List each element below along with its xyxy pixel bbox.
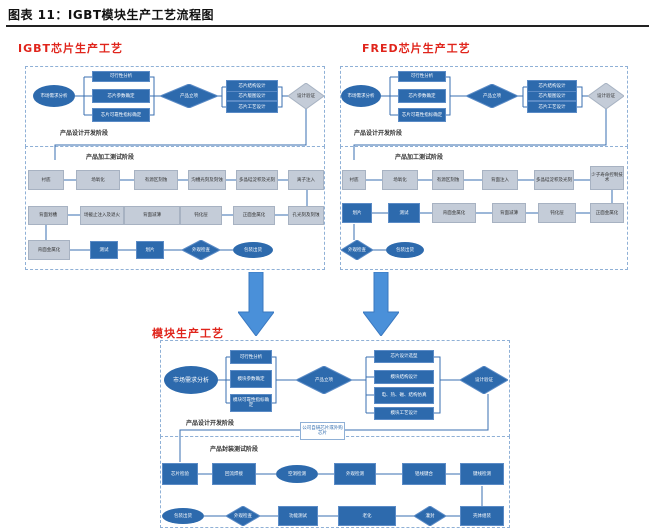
- fred-design-stage-label: 产品设计开发阶段: [354, 130, 403, 137]
- module-project-decision: 产品立项: [296, 366, 352, 394]
- igbt-chip-params: 芯片参数确定: [92, 89, 150, 103]
- module-reliability: 模块可靠性指标确定: [230, 394, 272, 412]
- igbt-visual-inspection: 外观检查: [182, 240, 220, 260]
- igbt-market-analysis: 市场需求分析: [33, 85, 75, 107]
- igbt-step-back-metal: 背面金属化: [28, 240, 70, 260]
- fred-project-decision-label: 产品立项: [483, 93, 501, 99]
- igbt-step-active-etch: 有源区刻蚀: [134, 170, 178, 190]
- fred-step-passivation: 钝化层: [538, 203, 576, 223]
- module-step-potting-label: 灌封: [425, 513, 435, 519]
- fred-layout-design: 芯片版图设计: [527, 91, 577, 101]
- fred-step-substrate: 衬底: [342, 170, 366, 190]
- igbt-process-design: 芯片工艺设计: [226, 101, 278, 113]
- igbt-design-verify: 设计验证: [288, 83, 324, 109]
- module-step-package-ship: 包装出货: [162, 508, 204, 524]
- igbt-step-trench: 沟槽光刻及刻蚀: [188, 170, 226, 190]
- igbt-step-substrate: 衬底: [28, 170, 64, 190]
- igbt-project-decision: 产品立项: [160, 84, 218, 108]
- igbt-project-decision-label: 产品立项: [180, 93, 198, 99]
- igbt-section-title: IGBT芯片生产工艺: [18, 42, 124, 55]
- module-step-chip-inspect: 芯片检验: [162, 463, 198, 485]
- module-step-void-check: 空洞检测: [276, 465, 318, 483]
- igbt-step-front-metal: 正面金属化: [233, 206, 275, 225]
- module-step-reflow: 回流焊接: [212, 463, 256, 485]
- module-structure-design: 模块结构设计: [374, 370, 434, 384]
- module-step-final-visual: 外观检查: [226, 506, 260, 526]
- module-step-bond-check: 键线检测: [460, 463, 504, 485]
- fred-step-back-implant: 背面注入: [482, 170, 518, 190]
- igbt-visual-inspection-label: 外观检查: [192, 247, 210, 253]
- igbt-package-ship: 包装出货: [233, 242, 273, 258]
- fred-step-dicing: 划片: [342, 203, 372, 223]
- module-project-decision-label: 产品立项: [315, 377, 333, 383]
- igbt-design-stage-label: 产品设计开发阶段: [60, 130, 109, 137]
- fred-design-verify: 设计验证: [588, 83, 624, 109]
- fred-visual-inspection: 外观检查: [341, 240, 373, 260]
- fred-reliability: 芯片可靠性指标确定: [398, 108, 446, 122]
- fred-section-title: FRED芯片生产工艺: [362, 42, 471, 55]
- igbt-process-stage-label: 产品加工测试阶段: [86, 154, 135, 161]
- module-simulation: 电、热、磁、结构仿真: [374, 387, 434, 404]
- module-chip-selection: 芯片设计选型: [374, 350, 434, 363]
- module-design-verify-label: 设计验证: [475, 377, 493, 383]
- fred-step-back-thin: 背面减薄: [492, 203, 526, 223]
- igbt-step-implant: 离子注入: [288, 170, 324, 190]
- module-design-verify: 设计验证: [460, 366, 508, 394]
- igbt-step-passivation: 钝化层: [180, 206, 222, 225]
- fred-to-module-arrow: [363, 272, 399, 336]
- igbt-step-poly: 多晶硅淀积及光刻: [236, 170, 278, 190]
- module-step-function-test: 功能测试: [278, 506, 318, 526]
- module-chip-source-note: 公司自研芯片或外购芯片: [300, 422, 345, 440]
- module-step-aging: 老化: [338, 506, 396, 526]
- module-section-title: 模块生产工艺: [152, 327, 224, 340]
- igbt-to-module-arrow: [238, 272, 274, 336]
- fred-visual-inspection-label: 外观检查: [348, 247, 366, 253]
- module-step-wire-bond: 铝线键合: [402, 463, 446, 485]
- igbt-design-verify-label: 设计验证: [297, 93, 315, 99]
- fred-step-field-oxidation: 场氧化: [382, 170, 418, 190]
- module-feasibility: 可行性分析: [230, 350, 272, 364]
- igbt-reliability: 芯片可靠性指标确定: [92, 108, 150, 122]
- module-step-potting: 灌封: [414, 506, 446, 526]
- igbt-step-dicing: 划片: [136, 241, 164, 259]
- igbt-structure-design: 芯片结构设计: [226, 80, 278, 93]
- igbt-feasibility: 可行性分析: [92, 71, 150, 82]
- fred-step-back-metal: 背面金属化: [432, 203, 476, 223]
- igbt-step-field-oxidation: 场氧化: [76, 170, 120, 190]
- fred-process-box: [340, 146, 628, 270]
- fred-chip-params: 芯片参数确定: [398, 89, 446, 103]
- igbt-step-test: 测试: [90, 241, 118, 259]
- fred-package-ship: 包装出货: [386, 242, 424, 258]
- igbt-step-via-etch: 孔光刻及刻蚀: [288, 206, 324, 225]
- fred-step-lifetime: 少子寿命控制技术: [590, 166, 624, 190]
- fred-process-stage-label: 产品加工测试阶段: [395, 154, 444, 161]
- fred-step-poly: 多晶硅淀积及光刻: [534, 170, 574, 190]
- igbt-step-back-groove: 背面划槽: [28, 206, 68, 225]
- module-step-visual-check: 外观检测: [334, 463, 376, 485]
- fred-market-analysis: 市场需求分析: [341, 85, 381, 107]
- figure-title: 图表 11：IGBT模块生产工艺流程图: [8, 8, 215, 22]
- igbt-step-back-thin: 背面减薄: [124, 206, 180, 225]
- module-params: 模块参数确定: [230, 370, 272, 388]
- fred-feasibility: 可行性分析: [398, 71, 446, 82]
- fred-design-verify-label: 设计验证: [597, 93, 615, 99]
- fred-step-active-etch: 有源区刻蚀: [432, 170, 464, 190]
- module-package-stage-label: 产品封装测试阶段: [210, 446, 259, 453]
- fred-project-decision: 产品立项: [466, 84, 518, 108]
- fred-step-test: 测试: [388, 203, 420, 223]
- module-process-design: 模块工艺设计: [374, 407, 434, 420]
- module-step-final-visual-label: 外观检查: [234, 513, 252, 519]
- fred-process-design: 芯片工艺设计: [527, 101, 577, 113]
- module-market-analysis: 市场需求分析: [164, 366, 218, 394]
- igbt-step-fs-implant: 场截止注入及退火: [80, 206, 124, 225]
- module-design-stage-label: 产品设计开发阶段: [186, 420, 235, 427]
- fred-step-front-metal: 正面金属化: [590, 203, 624, 223]
- igbt-layout-design: 芯片版图设计: [226, 91, 278, 101]
- title-rule: [6, 25, 649, 27]
- module-step-housing-assembly: 壳体组装: [460, 506, 504, 526]
